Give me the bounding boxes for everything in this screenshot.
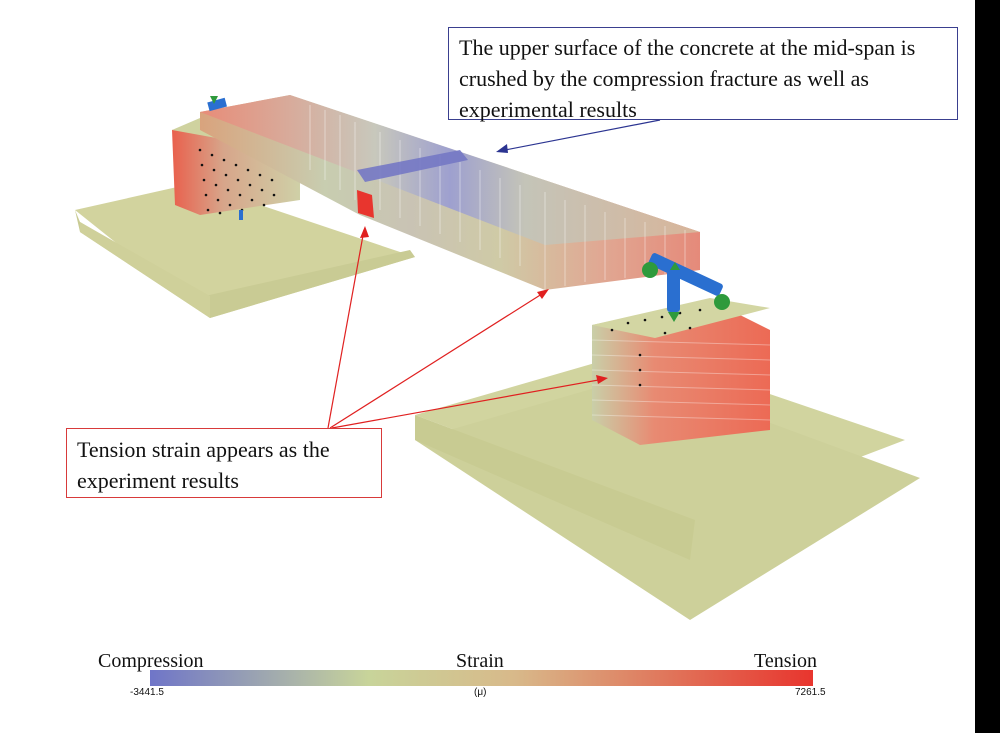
right-column: [591, 298, 771, 445]
tension-zone: [357, 190, 374, 218]
legend-strain-label: Strain: [456, 650, 504, 672]
legend-compression-label: Compression: [98, 650, 204, 672]
strain-legend-bar: [150, 670, 813, 686]
legend-tension-label: Tension: [754, 650, 818, 672]
legend-unit: (μ): [474, 687, 487, 698]
compression-callout-text: The upper surface of the concrete at the…: [459, 35, 916, 122]
tension-callout-arrows: [327, 226, 608, 429]
compression-callout: The upper surface of the concrete at the…: [448, 27, 958, 122]
tension-callout-text: Tension strain appears as the experiment…: [77, 437, 330, 493]
right-edge-bar: [975, 0, 1000, 733]
legend-min-value: -3441.5: [130, 687, 164, 698]
left-base-slab: [75, 183, 415, 318]
right-support: [642, 253, 730, 322]
left-column-rebar-dots: [198, 148, 276, 215]
beam: [200, 95, 700, 290]
compression-callout-arrow: [496, 119, 661, 153]
legend-max-value: 7261.5: [795, 687, 826, 698]
compression-zone: [357, 150, 468, 182]
tension-callout: Tension strain appears as the experiment…: [66, 428, 382, 498]
